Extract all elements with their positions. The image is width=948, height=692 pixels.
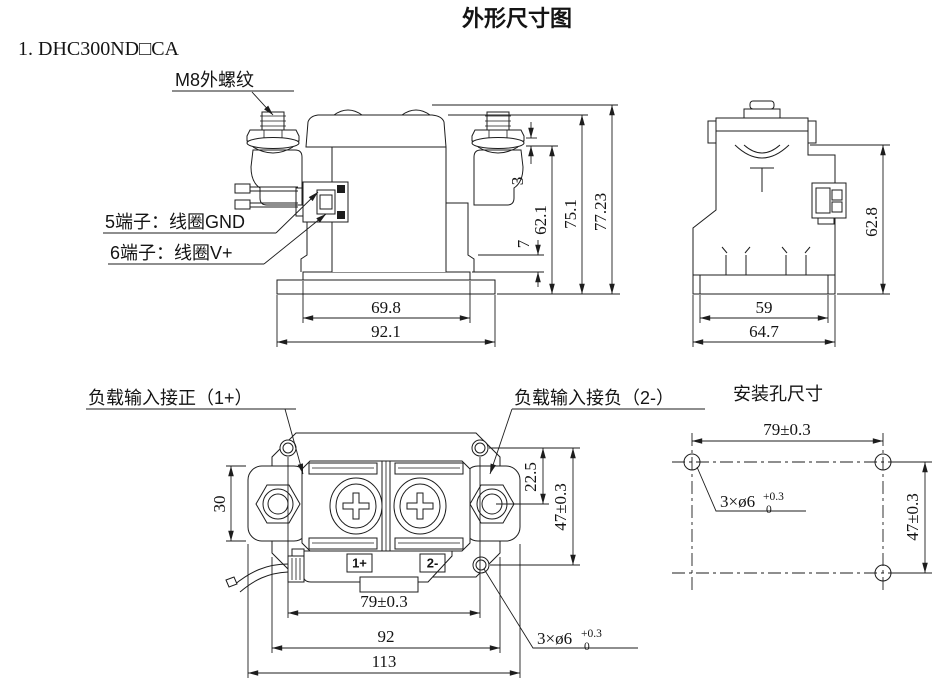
mount-note-tol-zero: 0: [766, 504, 772, 516]
svg-text:7: 7: [514, 239, 533, 248]
svg-text:92.1: 92.1: [371, 322, 401, 341]
hole-note-tol-plus: +0.3: [581, 628, 602, 640]
svg-text:62.8: 62.8: [862, 207, 881, 237]
mounting-heading: 安装孔尺寸: [733, 384, 823, 404]
page-title: 外形尺寸图: [462, 6, 572, 31]
cover-screw-right: [393, 477, 447, 535]
dome-screw-right: [400, 109, 432, 116]
terminal-pos-box: [346, 553, 373, 573]
svg-text:62.1: 62.1: [531, 205, 550, 235]
cover-screw-left: [329, 477, 383, 535]
svg-text:3: 3: [508, 177, 527, 186]
bottom-view: 1+ 2- 负载输入接正（1+） 负载输入接负（2-）: [86, 388, 705, 678]
terminal-neg-box: [419, 553, 446, 573]
coil-wires: [234, 183, 298, 210]
bottom-view-outline: 1+ 2-: [225, 432, 521, 593]
svg-text:47±0.3: 47±0.3: [903, 493, 922, 541]
mounting-hole-top-left: [279, 439, 297, 457]
side-connector: [811, 182, 847, 225]
dim-pattern-pitch-horizontal: 79±0.3: [692, 420, 883, 444]
dim-hole-pitch-vertical: 47±0.3: [490, 448, 580, 566]
svg-text:77.23: 77.23: [591, 193, 610, 231]
hole-note-bottom: 3×ø6 +0.3 0: [483, 568, 638, 653]
m8-thread-label: M8外螺纹: [172, 70, 294, 116]
dim-side-inner-width: 59: [699, 295, 829, 323]
load-terminal-left: [255, 484, 301, 524]
side-view-outline: [692, 100, 847, 295]
side-view: 62.8 59 64.7: [692, 100, 890, 347]
dome-screw-left: [332, 109, 364, 116]
svg-text:92: 92: [378, 627, 395, 646]
base-notches: [721, 246, 811, 275]
svg-text:79±0.3: 79±0.3: [763, 420, 811, 439]
dim-side-height: 62.8: [810, 144, 890, 295]
load-pos-label: 负载输入接正（1+）: [86, 388, 304, 475]
load-neg-label: 负载输入接负（2-）: [489, 388, 705, 475]
coil-pin-5: [337, 185, 345, 193]
mounting-hole-view: 安装孔尺寸 79±0.3 47±0.3 3×ø6 +0.3 0: [672, 384, 932, 590]
svg-text:113: 113: [372, 652, 397, 671]
dim-front-outer-width: 92.1: [276, 295, 496, 347]
dim-foot-height: 7: [472, 239, 544, 287]
coil-connector: [295, 181, 349, 223]
dim-hole-pitch-horizontal: 79±0.3: [287, 457, 481, 618]
svg-text:59: 59: [756, 298, 773, 317]
coil-pin-6: [337, 211, 345, 219]
dim-total-height: 77.23: [432, 104, 618, 294]
terminal5-text: 5端子：线圈GND: [105, 212, 245, 232]
terminal6-label: 6端子：线圈V+: [108, 213, 327, 265]
pattern-hole-top-right: [874, 453, 892, 471]
mount-note-tol-plus: +0.3: [763, 491, 784, 503]
dim-pattern-pitch-vertical: 47±0.3: [893, 461, 932, 574]
dim-body-height: 62.1: [497, 146, 620, 295]
svg-text:79±0.3: 79±0.3: [360, 592, 408, 611]
load-pos-text: 负载输入接正（1+）: [88, 388, 253, 408]
hole-note-base: 3×ø6: [537, 629, 572, 648]
mounting-centerlines: [672, 433, 905, 590]
dim-flange-width: 92: [271, 557, 501, 653]
mounting-hole-bottom-right: [472, 556, 490, 574]
svg-text:47±0.3: 47±0.3: [551, 483, 570, 531]
terminal5-label: 5端子：线圈GND: [103, 191, 319, 234]
dim-hole-to-terminal: 22.5: [489, 447, 580, 505]
model-number: 1. DHC300ND□CA: [18, 38, 180, 60]
hole-note-tol-zero: 0: [584, 641, 590, 653]
mounting-hole-top-right: [471, 439, 489, 457]
dim-cover-height: 75.1: [448, 114, 588, 294]
load-terminal-right: [469, 484, 515, 524]
m8-stud-left: [246, 111, 300, 154]
load-neg-text: 负载输入接负（2-）: [514, 388, 674, 408]
svg-text:75.1: 75.1: [561, 199, 580, 229]
svg-text:22.5: 22.5: [521, 462, 540, 492]
dim-side-outer-width: 64.7: [692, 295, 836, 347]
svg-text:69.8: 69.8: [371, 298, 401, 317]
front-view: M8外螺纹 5端子：线圈GND 6端子：线圈V+ 3 62.1: [103, 70, 620, 347]
front-view-outline: [234, 109, 525, 295]
terminal-pos-text: 1+: [352, 556, 367, 571]
pattern-hole-bottom-right: [874, 564, 892, 582]
coil-cable: [225, 548, 419, 593]
terminal6-text: 6端子：线圈V+: [110, 243, 233, 263]
mount-note-base: 3×ø6: [720, 492, 755, 511]
hole-note-mounting: 3×ø6 +0.3 0: [696, 466, 806, 516]
dim-block-height: 30: [210, 465, 246, 542]
m8-stud-right: [471, 111, 525, 154]
pattern-hole-top-left: [683, 453, 701, 471]
m8-thread-text: M8外螺纹: [175, 70, 254, 90]
svg-text:30: 30: [210, 496, 229, 513]
side-stud: [734, 100, 790, 192]
dim-overall-width: 113: [247, 544, 521, 678]
terminal-neg-text: 2-: [427, 556, 439, 571]
svg-text:64.7: 64.7: [749, 322, 779, 341]
dim-front-inner-width: 69.8: [302, 281, 471, 323]
